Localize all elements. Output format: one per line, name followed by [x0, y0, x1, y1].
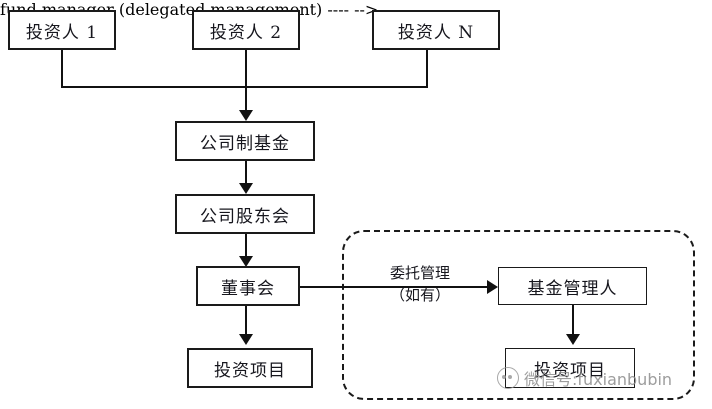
edge-label-line-2: （如有）: [389, 286, 450, 304]
node-shareholders-meeting-label: 公司股东会: [200, 206, 290, 227]
node-fund-manager[interactable]: 基金管理人: [498, 267, 647, 305]
node-board-of-directors[interactable]: 董事会: [196, 266, 300, 306]
connector-investor-1-drop: [61, 50, 63, 87]
edge-label-line-1: 委托管理: [389, 264, 450, 282]
node-investment-project-left-label: 投资项目: [214, 360, 286, 381]
arrowhead-board-to-manager: [487, 280, 498, 294]
connector-board-to-project: [245, 306, 247, 336]
node-corporate-fund-label: 公司制基金: [200, 133, 290, 154]
connector-board-to-manager: [300, 286, 488, 288]
node-investment-project-left[interactable]: 投资项目: [187, 348, 313, 388]
connector-investor-n-drop: [426, 50, 428, 87]
edge-label-delegated-management: 委托管理 （如有）: [360, 262, 480, 306]
wechat-logo-icon: [497, 367, 519, 389]
watermark: 微信号:fuxianbubin: [497, 366, 672, 390]
connector-investor-bus: [61, 86, 428, 88]
arrowhead-bus-to-fund: [239, 110, 253, 121]
node-fund-manager-label: 基金管理人: [527, 278, 618, 299]
connector-fund-to-shareholders: [245, 161, 247, 185]
delegated-management-group-region: [342, 230, 695, 400]
connector-bus-to-fund: [245, 50, 247, 112]
watermark-text: 微信号:fuxianbubin: [524, 370, 673, 389]
arrowhead-shareholders-to-board: [239, 256, 253, 267]
node-investor-2[interactable]: 投资人 2: [192, 10, 300, 50]
node-investor-1-label: 投资人 1: [25, 22, 99, 43]
node-investor-2-label: 投资人 2: [209, 22, 283, 43]
node-investment-project-right[interactable]: 投资项目: [505, 348, 635, 388]
node-investment-project-right-label: 投资项目: [534, 360, 606, 381]
arrowhead-manager-to-project: [566, 334, 580, 345]
node-investor-1[interactable]: 投资人 1: [8, 10, 116, 50]
connector-manager-to-project: [572, 305, 574, 336]
node-investor-n[interactable]: 投资人 N: [372, 10, 500, 50]
node-board-of-directors-label: 董事会: [221, 278, 275, 299]
connector-shareholders-to-board: [245, 234, 247, 261]
node-investor-n-label: 投资人 N: [397, 22, 475, 43]
node-shareholders-meeting[interactable]: 公司股东会: [175, 194, 315, 234]
arrowhead-board-to-project: [239, 334, 253, 345]
node-corporate-fund[interactable]: 公司制基金: [175, 121, 315, 161]
arrowhead-fund-to-shareholders: [239, 183, 253, 194]
